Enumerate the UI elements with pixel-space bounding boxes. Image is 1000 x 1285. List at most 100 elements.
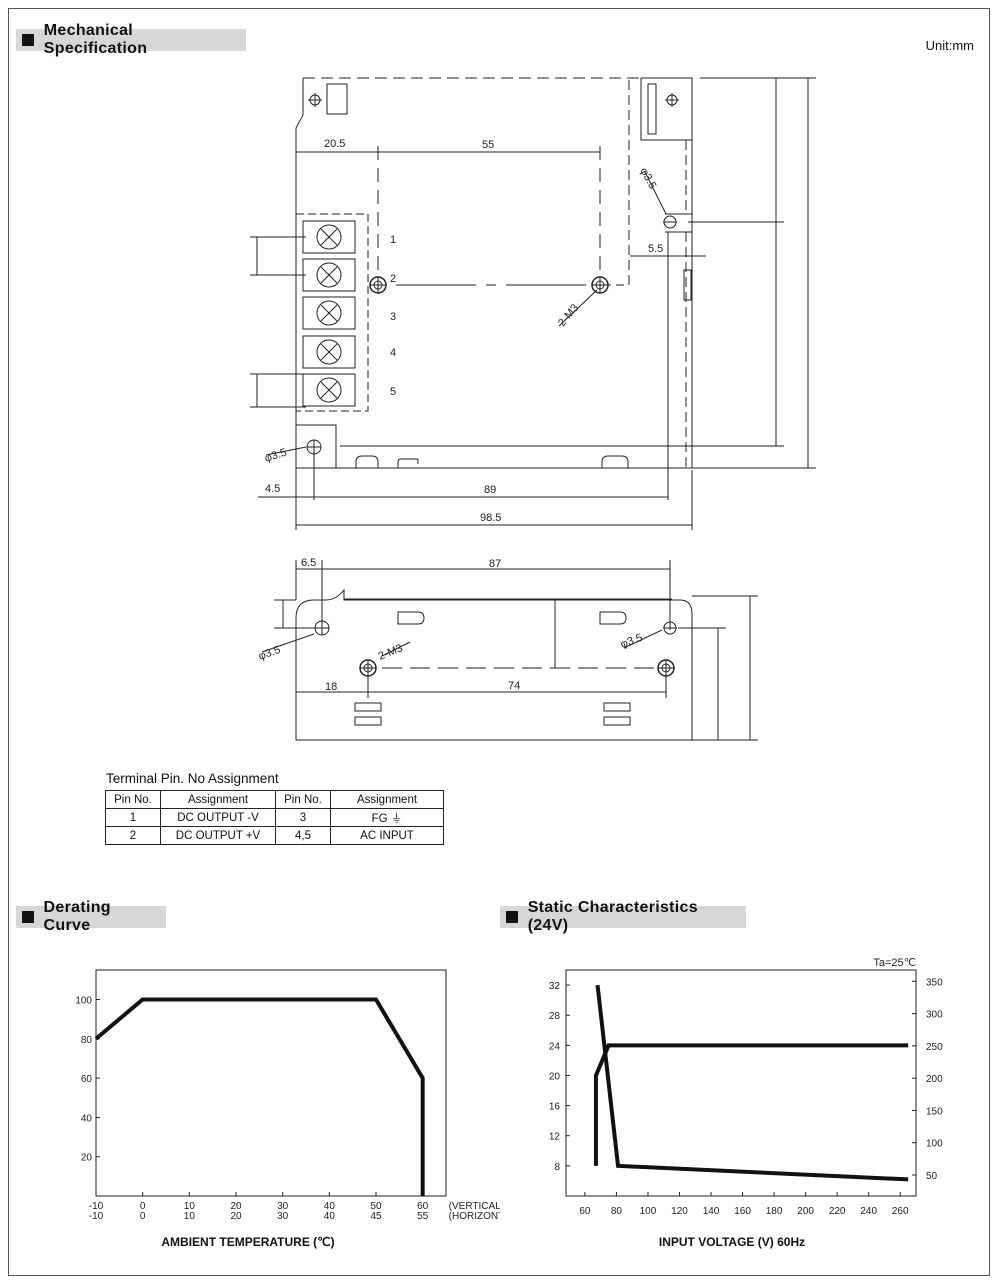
x-tick-label: 30 [277,1201,289,1212]
x-tick-label: 240 [860,1206,877,1217]
x-tick-label: 140 [703,1206,720,1217]
y-right-tick-label: 150 [926,1106,943,1117]
x-axis-title: INPUT VOLTAGE (V) 60Hz [659,1235,805,1249]
x-tick-label: -10 [89,1201,104,1212]
x-tick-label: 160 [734,1206,751,1217]
y-right-tick-label: 50 [926,1171,938,1182]
table-cell: DC OUTPUT -V [160,808,276,827]
table-cell: 1 [105,808,161,827]
table-header: Assignment [330,790,444,809]
dim-74: 74 [508,680,520,692]
plot-area [95,969,447,1197]
table-row: 1 DC OUTPUT -V 3 FG ⏚ [105,808,444,827]
side-view-drawing: 6.5 87 18 74 φ3.5 φ3.5 2-M3 [257,557,758,741]
x-axis-title: AMBIENT TEMPERATURE (℃) [161,1235,334,1249]
dim-4-5: 4.5 [265,483,280,495]
y-tick-label: 20 [81,1153,93,1164]
y-left-tick-label: 8 [554,1162,560,1173]
x-tick-label: 20 [230,1201,242,1212]
heading-text: Derating Curve [43,899,111,934]
y-right-tick-label: 250 [926,1042,943,1053]
dim-20-5: 20.5 [324,138,345,150]
y-left-tick-label: 24 [549,1041,561,1052]
y-left-tick-label: 28 [549,1011,561,1022]
table-cell: AC INPUT [330,826,444,845]
x-tick-label: (HORIZONTAL) [449,1211,500,1222]
y-left-tick-label: 20 [549,1071,561,1082]
page-frame [8,8,990,1276]
terminal-number: 5 [390,386,396,398]
y-left-tick-label: 32 [549,981,561,992]
x-tick-label: 220 [829,1206,846,1217]
y-left-tick-label: 16 [549,1102,561,1113]
static-section-heading: Static Characteristics (24V) [500,899,746,934]
y-left-tick-label: 12 [549,1132,561,1143]
y-tick-label: 100 [75,995,92,1006]
dim-87: 87 [489,558,501,570]
terminal-number: 4 [390,347,396,359]
x-tick-label: 20 [230,1211,242,1222]
hole-label: φ3.5 [619,632,644,651]
x-tick-label: 10 [184,1201,196,1212]
terminal-table: Pin No. Assignment Pin No. Assignment 1 … [105,790,444,845]
heading-text: Static Characteristics (24V) [527,899,698,934]
x-tick-label: 0 [140,1211,146,1222]
table-row: 2 DC OUTPUT +V 4,5 AC INPUT [105,826,444,845]
table-header-row: Pin No. Assignment Pin No. Assignment [105,790,444,809]
y-tick-label: 60 [81,1074,93,1085]
static-series-line-2 [595,984,909,1182]
x-tick-label: 30 [277,1211,289,1222]
unit-label: Unit:mm [925,38,974,53]
table-header: Assignment [160,790,276,809]
terminal-number: 1 [390,234,396,246]
condition-label: Ta=25℃ [873,957,916,969]
table-header: Pin No. [105,790,161,809]
table-cell: 2 [105,826,161,845]
dim-89: 89 [484,484,496,496]
heading-text: Mechanical Specification [43,22,148,57]
x-tick-label: 50 [370,1201,382,1212]
hole-label: φ3.5 [637,166,658,191]
terminal-table-title: Terminal Pin. No Assignment [106,771,279,786]
table-header: Pin No. [275,790,331,809]
x-tick-label: 80 [611,1206,623,1217]
screw-label: 2-M3 [556,302,581,329]
x-tick-label: 55 [417,1211,429,1222]
static-series-line-1 [593,1043,909,1166]
dim-98-5: 98.5 [480,512,501,524]
terminal-number: 3 [390,311,396,323]
dim-6-5: 6.5 [301,557,316,569]
x-tick-label: (VERTICAL) [449,1201,500,1212]
plot-area [565,969,917,1197]
x-tick-label: 60 [417,1201,429,1212]
y-tick-label: 40 [81,1113,93,1124]
y-right-tick-label: 200 [926,1074,943,1085]
dim-5-5: 5.5 [648,243,663,255]
x-tick-label: 60 [579,1206,591,1217]
section-bullet-icon [22,911,34,923]
y-right-tick-label: 350 [926,977,943,988]
dim-18: 18 [325,681,337,693]
table-cell: 4,5 [275,826,331,845]
top-view-drawing: 20.5 55 5.5 4.5 89 98.5 1 2 3 4 5 φ3.5 φ… [250,77,816,530]
hole-label: φ3.5 [263,447,288,465]
table-cell: FG ⏚ [330,808,444,827]
derating-line [94,997,425,1196]
table-cell: 3 [275,808,331,827]
x-tick-label: 40 [324,1201,336,1212]
x-tick-label: -10 [89,1211,104,1222]
x-tick-label: 10 [184,1211,196,1222]
hole-label: φ3.5 [257,644,282,663]
derating-section-heading: Derating Curve [16,899,166,934]
section-bullet-icon [22,34,34,46]
dim-55: 55 [482,139,494,151]
table-cell: DC OUTPUT +V [160,826,276,845]
x-tick-label: 260 [892,1206,909,1217]
x-tick-label: 180 [766,1206,783,1217]
x-tick-label: 0 [140,1201,146,1212]
x-tick-label: 200 [797,1206,814,1217]
y-tick-label: 80 [81,1035,93,1046]
y-right-tick-label: 100 [926,1139,943,1150]
terminal-number: 2 [390,273,396,285]
